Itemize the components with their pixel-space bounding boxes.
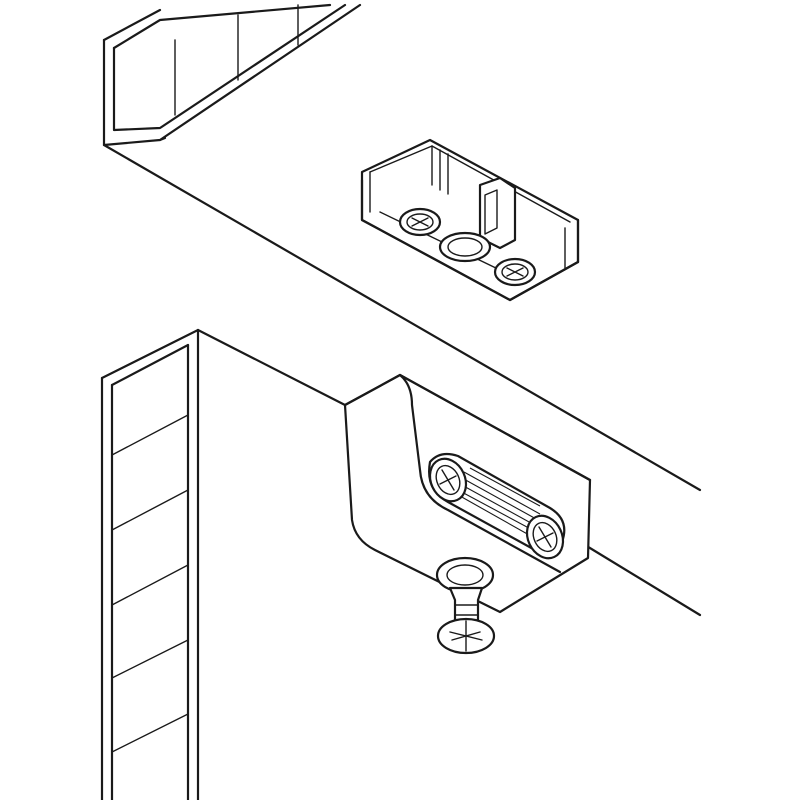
connector-block (343, 373, 592, 614)
channel-hatch (457, 467, 541, 541)
lower-panel (100, 328, 702, 802)
mounting-screw (435, 556, 496, 655)
upper-panel (102, 3, 702, 492)
cam-housing (360, 138, 580, 302)
